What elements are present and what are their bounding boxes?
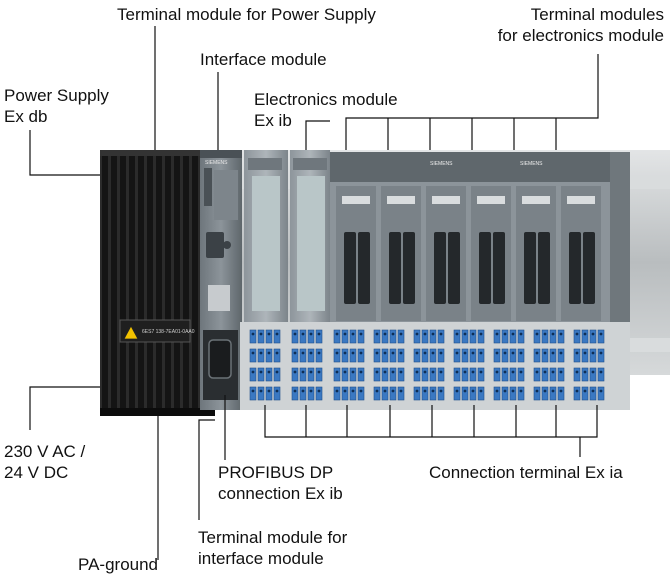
terminal-column xyxy=(291,329,323,401)
power-warning-tag xyxy=(119,319,191,343)
label-terminal-modules-electronics: Terminal modules for electronics module xyxy=(450,4,664,46)
label-pa-ground: PA-ground xyxy=(78,555,159,574)
terminal-column xyxy=(453,329,485,401)
label-terminal-module-power-supply: Terminal module for Power Supply xyxy=(117,5,376,24)
terminal-module-slot: SIEMENS xyxy=(426,161,466,321)
label-power-supply-line2: Ex db xyxy=(4,107,48,126)
terminal-column xyxy=(573,329,605,401)
warning-triangle-icon xyxy=(123,325,139,340)
label-terminal-module-interface: Terminal module for interface module xyxy=(198,527,347,569)
label-power-supply-line1: Power Supply xyxy=(4,86,109,105)
interface-brand: SIEMENS xyxy=(205,160,228,166)
label-voltage: 230 V AC / 24 V DC xyxy=(4,441,85,483)
label-profibus: PROFIBUS DP connection Ex ib xyxy=(218,462,343,504)
terminal-column xyxy=(413,329,445,401)
power-supply-module: 6ES7 138-7EA01-0AA0 xyxy=(100,150,215,416)
terminal-module-slot xyxy=(336,186,376,321)
label-connection-terminal: Connection terminal Ex ia xyxy=(429,463,623,482)
profibus-connector xyxy=(208,339,232,379)
terminal-module-slot xyxy=(381,186,421,321)
label-power-supply: Power Supply Ex db xyxy=(4,85,109,127)
terminal-column xyxy=(493,329,525,401)
label-voltage-line2: 24 V DC xyxy=(4,463,69,482)
label-electronics-module: Electronics module Ex ib xyxy=(254,89,398,131)
terminal-column xyxy=(373,329,405,401)
label-voltage-line1: 230 V AC / xyxy=(4,442,86,461)
label-terminal-modules-electronics-line2: for electronics module xyxy=(497,26,664,45)
terminal-module-slot: SIEMENS xyxy=(516,161,556,321)
leader-lines xyxy=(29,26,599,560)
terminal-column xyxy=(249,329,281,401)
terminal-module-slot xyxy=(471,186,511,321)
label-interface-module: Interface module xyxy=(200,50,327,69)
label-profibus-line1: PROFIBUS DP xyxy=(218,463,334,482)
electronics-module-1 xyxy=(244,150,288,410)
label-profibus-line2: connection Ex ib xyxy=(218,484,343,503)
interface-module: SIEMENS xyxy=(200,150,242,410)
label-terminal-module-interface-line1: Terminal module for xyxy=(198,528,348,547)
terminal-module-brand: SIEMENS xyxy=(520,161,543,167)
label-electronics-module-line2: Ex ib xyxy=(254,111,292,130)
terminal-module-brand: SIEMENS xyxy=(430,161,453,167)
label-terminal-module-interface-line2: interface module xyxy=(198,549,324,568)
terminal-module-slot xyxy=(561,186,601,321)
label-terminal-modules-electronics-line1: Terminal modules xyxy=(530,5,664,24)
power-warning-text: 6ES7 138-7EA01-0AA0 xyxy=(142,329,195,335)
terminal-column xyxy=(333,329,365,401)
terminal-column xyxy=(533,329,565,401)
label-electronics-module-line1: Electronics module xyxy=(254,90,398,109)
connection-terminal-row xyxy=(240,322,630,410)
terminal-module-row: SIEMENS SIEMENS xyxy=(336,161,601,321)
